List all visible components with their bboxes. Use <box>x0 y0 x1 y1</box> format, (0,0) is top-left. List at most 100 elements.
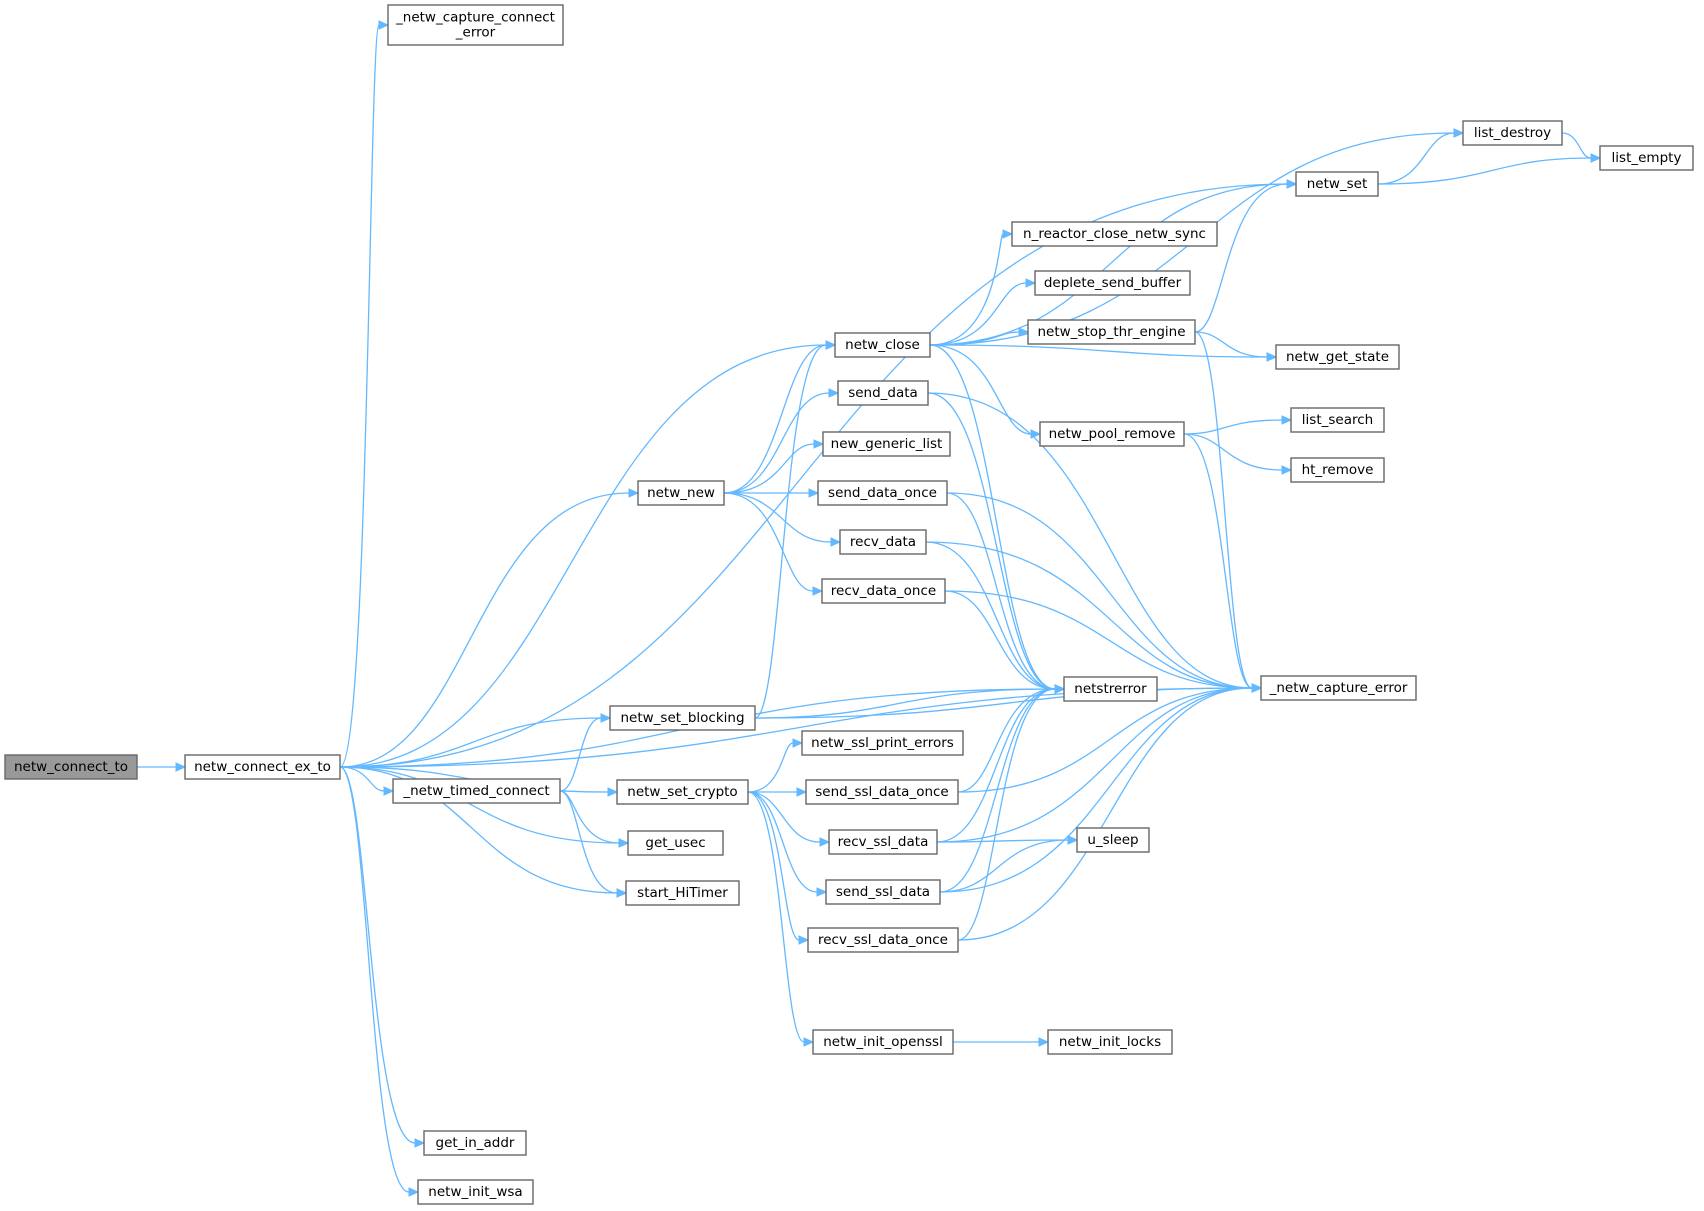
call-edge-netw_init_openssl-to-netw_init_locks <box>952 1037 1050 1047</box>
node-box <box>805 779 959 805</box>
edge-arrowhead <box>1067 835 1079 845</box>
edge-line <box>929 183 1288 346</box>
function-node-recv-ssl-data[interactable]: recv_ssl_data <box>828 829 938 855</box>
function-node-netw-ssl-print-errors[interactable]: netw_ssl_print_errors <box>801 730 964 756</box>
call-edge-netw_set_crypto-to-send_ssl_data <box>747 791 828 897</box>
function-node-u-sleep[interactable]: u_sleep <box>1076 827 1150 853</box>
node-label: get_usec <box>645 835 705 851</box>
edge-line <box>939 688 1056 893</box>
edge-arrowhead <box>1286 179 1298 189</box>
function-node-list-search[interactable]: list_search <box>1290 407 1385 433</box>
node-box <box>1063 676 1158 702</box>
function-node-ht-remove[interactable]: ht_remove <box>1290 457 1385 483</box>
node-box <box>807 927 959 953</box>
node-box <box>609 705 756 731</box>
edge-arrowhead <box>803 1037 815 1047</box>
node-label: netw_set_blocking <box>620 710 744 726</box>
node-label: netw_set <box>1307 176 1368 192</box>
function-node-netw-close[interactable]: netw_close <box>834 332 931 358</box>
function-node-netw-set-crypto[interactable]: netw_set_crypto <box>616 779 749 805</box>
node-label: get_in_addr <box>436 1135 515 1151</box>
function-node-netw-get-state[interactable]: netw_get_state <box>1275 344 1400 370</box>
edge-line <box>1194 331 1253 689</box>
edge-arrowhead <box>1266 352 1278 362</box>
call-edge-netw_close-to-n_reactor_close_netw_sync <box>929 229 1014 346</box>
edge-arrowhead <box>1002 229 1014 239</box>
function-node-start-HiTimer[interactable]: start_HiTimer <box>625 880 740 906</box>
edge-line <box>939 839 1069 893</box>
function-node-deplete-send-buffer[interactable]: deplete_send_buffer <box>1034 270 1191 296</box>
function-node-list-destroy[interactable]: list_destroy <box>1462 120 1563 146</box>
function-node-netw-init-wsa[interactable]: netw_init_wsa <box>417 1179 534 1205</box>
node-box <box>812 1029 954 1055</box>
edge-line <box>1377 132 1455 185</box>
call-edge-netw_close-to-netw_get_state <box>929 344 1278 362</box>
node-label: _netw_capture_connect <box>395 10 555 26</box>
function-node-netw-new[interactable]: netw_new <box>637 480 725 506</box>
node-label: recv_ssl_data <box>838 834 929 850</box>
function-node-netw-set[interactable]: netw_set <box>1295 171 1379 197</box>
edge-arrowhead <box>1054 684 1066 694</box>
edge-arrowhead <box>1453 128 1465 138</box>
edge-arrowhead <box>798 935 810 945</box>
edge-line <box>936 688 1056 843</box>
edge-arrowhead <box>628 488 640 498</box>
edge-line <box>1194 331 1268 358</box>
edge-line <box>339 492 630 768</box>
node-box <box>1034 270 1191 296</box>
edge-line <box>559 790 618 894</box>
node-label: netstrerror <box>1074 681 1147 697</box>
call-edge-recv_data-to-netstrerror <box>925 541 1066 694</box>
function-node-recv-data[interactable]: recv_data <box>839 529 927 555</box>
node-box <box>1039 421 1185 447</box>
node-box <box>387 4 564 46</box>
function-node-netw-connect-ex-to[interactable]: netw_connect_ex_to <box>184 754 341 780</box>
node-box <box>801 730 964 756</box>
call-edge-netw_set-to-list_destroy <box>1377 128 1465 185</box>
edge-line <box>747 791 800 941</box>
edge-line <box>957 688 1056 793</box>
function-node-list-empty[interactable]: list_empty <box>1599 145 1694 171</box>
edge-line <box>929 282 1027 346</box>
call-edge-netw_stop_thr_engine-to-netw_get_state <box>1194 331 1278 362</box>
edge-line <box>339 717 602 768</box>
node-box <box>423 1130 527 1156</box>
call-edge-netw_pool_remove-to-ht_remove <box>1183 433 1293 475</box>
edge-line <box>339 766 618 894</box>
function-node-recv-data-once[interactable]: recv_data_once <box>821 578 946 604</box>
node-label: send_ssl_data_once <box>815 784 948 800</box>
call-edge-netw_connect_ex_to-to-_netw_capture_connect_error <box>339 20 390 768</box>
function-node-recv-ssl-data-once[interactable]: recv_ssl_data_once <box>807 927 959 953</box>
function-node-netw-init-locks[interactable]: netw_init_locks <box>1047 1029 1173 1055</box>
edge-line <box>927 392 1056 690</box>
function-node-netw-pool-remove[interactable]: netw_pool_remove <box>1039 421 1185 447</box>
function-node-send-data-once[interactable]: send_data_once <box>817 480 948 506</box>
function-node-netstrerror[interactable]: netstrerror <box>1063 676 1158 702</box>
function-node-netw-timed-connect[interactable]: _netw_timed_connect <box>392 778 561 804</box>
node-label: netw_init_locks <box>1059 1034 1161 1050</box>
function-node-send-ssl-data-once[interactable]: send_ssl_data_once <box>805 779 959 805</box>
function-node-send-ssl-data[interactable]: send_ssl_data <box>825 879 941 905</box>
function-node-n-reactor-close-netw-sync[interactable]: n_reactor_close_netw_sync <box>1011 221 1218 247</box>
edge-line <box>927 392 1253 689</box>
node-label: list_destroy <box>1474 125 1551 141</box>
edge-line <box>944 590 1253 689</box>
node-label: netw_ssl_print_errors <box>811 735 954 751</box>
edge-arrowhead <box>796 787 808 797</box>
edge-arrowhead <box>1025 278 1037 288</box>
function-node-netw-capture-error[interactable]: _netw_capture_error <box>1260 675 1417 701</box>
call-edge-netw_pool_remove-to-_netw_capture_error <box>1183 433 1263 693</box>
function-node-netw-stop-thr-engine[interactable]: netw_stop_thr_engine <box>1027 319 1196 345</box>
function-node-netw-init-openssl[interactable]: netw_init_openssl <box>812 1029 954 1055</box>
function-node-netw-set-blocking[interactable]: netw_set_blocking <box>609 705 756 731</box>
edge-line <box>939 687 1253 893</box>
function-node-netw-capture-connect-error[interactable]: _netw_capture_connect_error <box>387 4 564 46</box>
function-node-get-usec[interactable]: get_usec <box>627 830 724 856</box>
call-edge-recv_ssl_data_once-to-netstrerror <box>957 684 1066 941</box>
node-box <box>1076 827 1150 853</box>
function-node-new-generic-list[interactable]: new_generic_list <box>822 431 951 457</box>
function-node-get-in-addr[interactable]: get_in_addr <box>423 1130 527 1156</box>
call-edge-netw_close-to-deplete_send_buffer <box>929 278 1037 346</box>
function-node-netw-connect-to[interactable]: netw_connect_to <box>4 754 138 780</box>
function-node-send-data[interactable]: send_data <box>837 380 929 406</box>
